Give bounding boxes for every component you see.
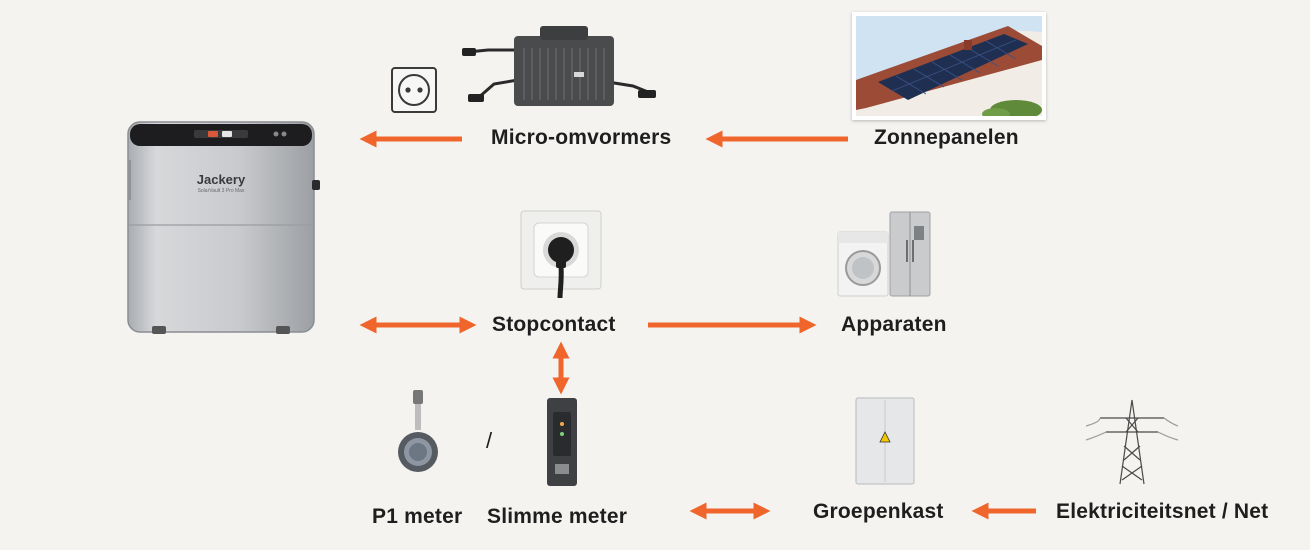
label-distribution-board: Groepenkast [813,500,944,523]
micro-inverter-icon [462,26,656,106]
battery-model: SolarVault 3 Pro Max [197,188,245,194]
distribution-board-icon [855,397,915,485]
appliances-icon [837,211,931,297]
label-solar-panels: Zonnepanelen [874,126,1019,149]
separator-slash: / [486,428,493,453]
p1-meter-icon [398,390,438,472]
battery-unit: Jackery SolarVault 3 Pro Max [126,120,322,338]
battery-brand: Jackery [196,172,246,187]
power-pylon-icon [1086,399,1178,485]
label-p1-meter: P1 meter [372,505,463,528]
battery-illustration [127,121,320,334]
label-micro-inverters: Micro-omvormers [491,126,672,149]
solar-roof-photo [852,12,1046,120]
label-socket: Stopcontact [492,313,616,336]
label-smart-meter: Slimme meter [487,505,628,528]
outlet-icon [391,67,437,113]
label-appliances: Apparaten [841,313,947,336]
solar-panel-icon [856,16,1042,116]
smart-meter-icon [547,398,577,486]
label-grid: Elektriciteitsnet / Net [1056,500,1269,523]
wall-socket-icon [520,210,602,299]
